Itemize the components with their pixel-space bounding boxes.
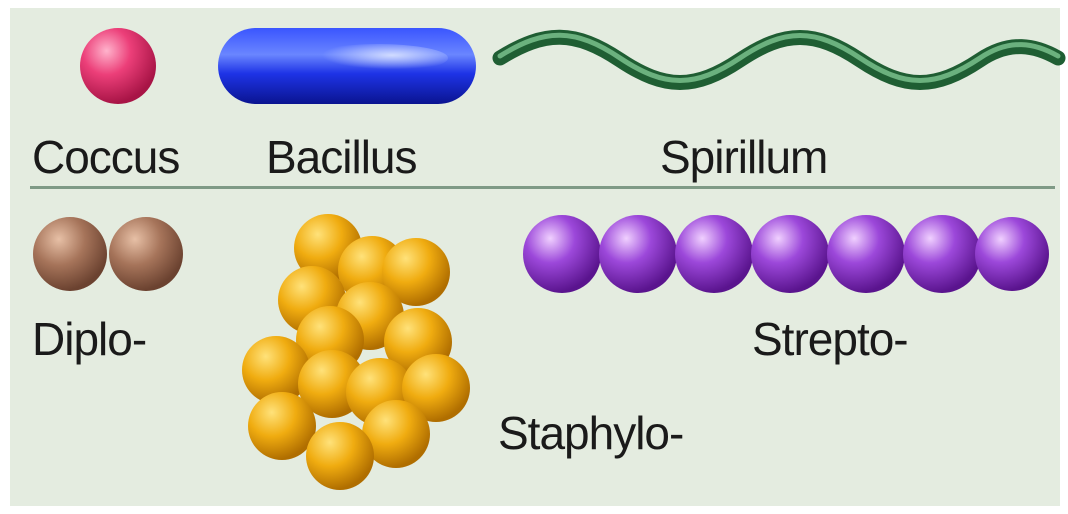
section-divider: [30, 186, 1055, 189]
strepto-cell: [975, 217, 1049, 291]
label-diplo: Diplo-: [32, 312, 146, 366]
diplo-cell: [33, 217, 107, 291]
staphylo-cell: [248, 392, 316, 460]
spirillum-cell: [500, 35, 1058, 82]
staphylo-cluster: [242, 214, 470, 490]
diplo-cells: [33, 217, 183, 291]
bacillus-cell: [218, 28, 476, 104]
diplo-cell: [109, 217, 183, 291]
label-bacillus: Bacillus: [266, 130, 417, 184]
strepto-cell: [599, 215, 677, 293]
strepto-cell: [523, 215, 601, 293]
label-spirillum: Spirillum: [660, 130, 827, 184]
label-staphylo: Staphylo-: [498, 406, 683, 460]
strepto-cell: [751, 215, 829, 293]
strepto-cell: [675, 215, 753, 293]
label-strepto: Strepto-: [752, 312, 908, 366]
label-coccus: Coccus: [32, 130, 179, 184]
staphylo-cell: [306, 422, 374, 490]
strepto-cell: [903, 215, 981, 293]
strepto-cell: [827, 215, 905, 293]
strepto-chain: [523, 215, 1049, 293]
coccus-cell: [80, 28, 156, 104]
